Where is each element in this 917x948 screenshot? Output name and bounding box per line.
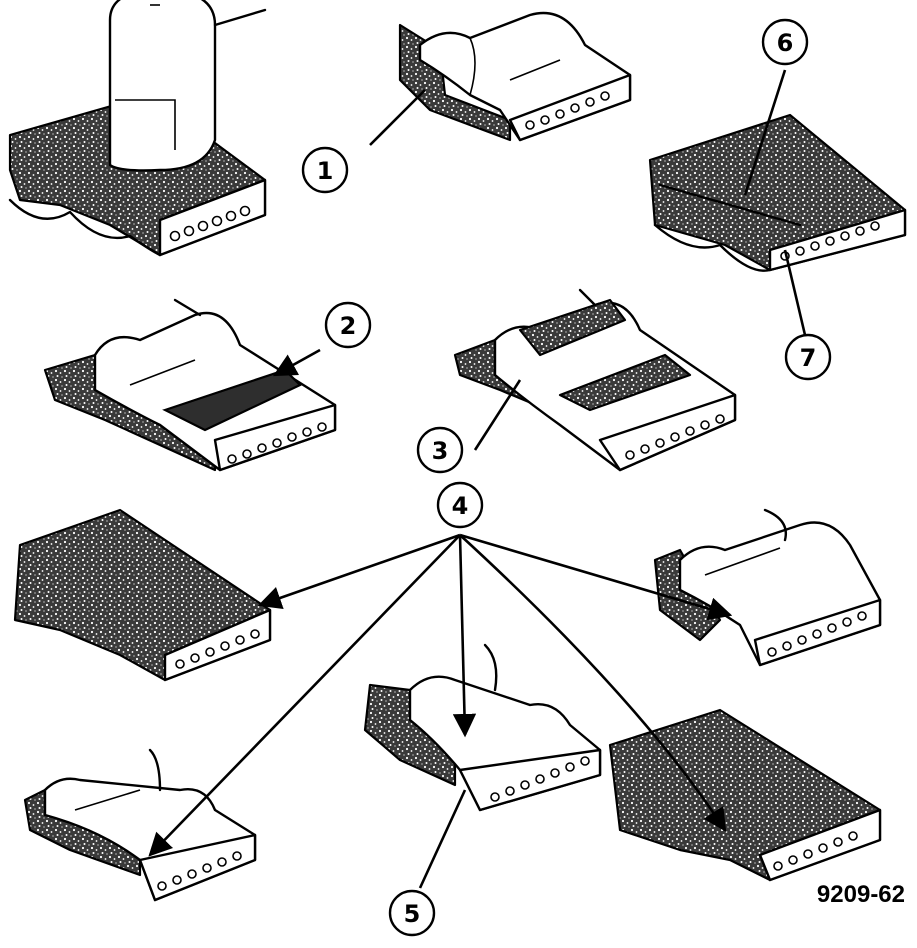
callout-3: 3 <box>416 426 464 474</box>
leader-lines <box>148 69 807 889</box>
belt-cord-holes <box>157 851 242 891</box>
belt-ribs-cracked <box>398 11 632 142</box>
callout-6-label: 6 <box>777 29 794 57</box>
callout-2-label: 2 <box>340 312 357 340</box>
belt-pilling <box>13 508 272 682</box>
callout-1-label: 1 <box>317 157 334 185</box>
callout-5: 5 <box>388 889 436 937</box>
finger-icon <box>108 0 267 172</box>
callout-3-label: 3 <box>432 437 449 465</box>
belt-single-crack <box>363 643 602 812</box>
belt-cord-holes <box>227 422 327 464</box>
callout-4: 4 <box>436 481 484 529</box>
callout-5-label: 5 <box>404 900 421 928</box>
belt-cord-holes <box>525 91 610 130</box>
belt-cord-holes <box>169 205 251 242</box>
belt-rib-chunks-missing <box>453 288 737 472</box>
callout-1: 1 <box>301 146 349 194</box>
belt-cord-holes <box>490 756 590 802</box>
callout-7-label: 7 <box>800 344 817 372</box>
callout-4-label: 4 <box>452 492 469 520</box>
belt-rib-crack-small <box>23 748 257 902</box>
callout-7: 7 <box>784 333 832 381</box>
belt-cord-holes <box>780 221 880 261</box>
belt-separation <box>648 113 907 272</box>
belt-cord-exposed <box>43 298 337 472</box>
belt-cord-holes <box>625 414 725 460</box>
belt-fabric-pressed <box>8 0 267 257</box>
callout-6: 6 <box>761 18 809 66</box>
belt-rib-cracks <box>653 508 882 667</box>
figure-number: 9209-62 <box>817 881 905 908</box>
callout-2: 2 <box>324 301 372 349</box>
belt-cord-holes <box>773 831 858 871</box>
belt-cord-holes <box>767 611 867 657</box>
belt-cord-holes <box>175 629 260 669</box>
belt-glazed <box>608 708 882 882</box>
